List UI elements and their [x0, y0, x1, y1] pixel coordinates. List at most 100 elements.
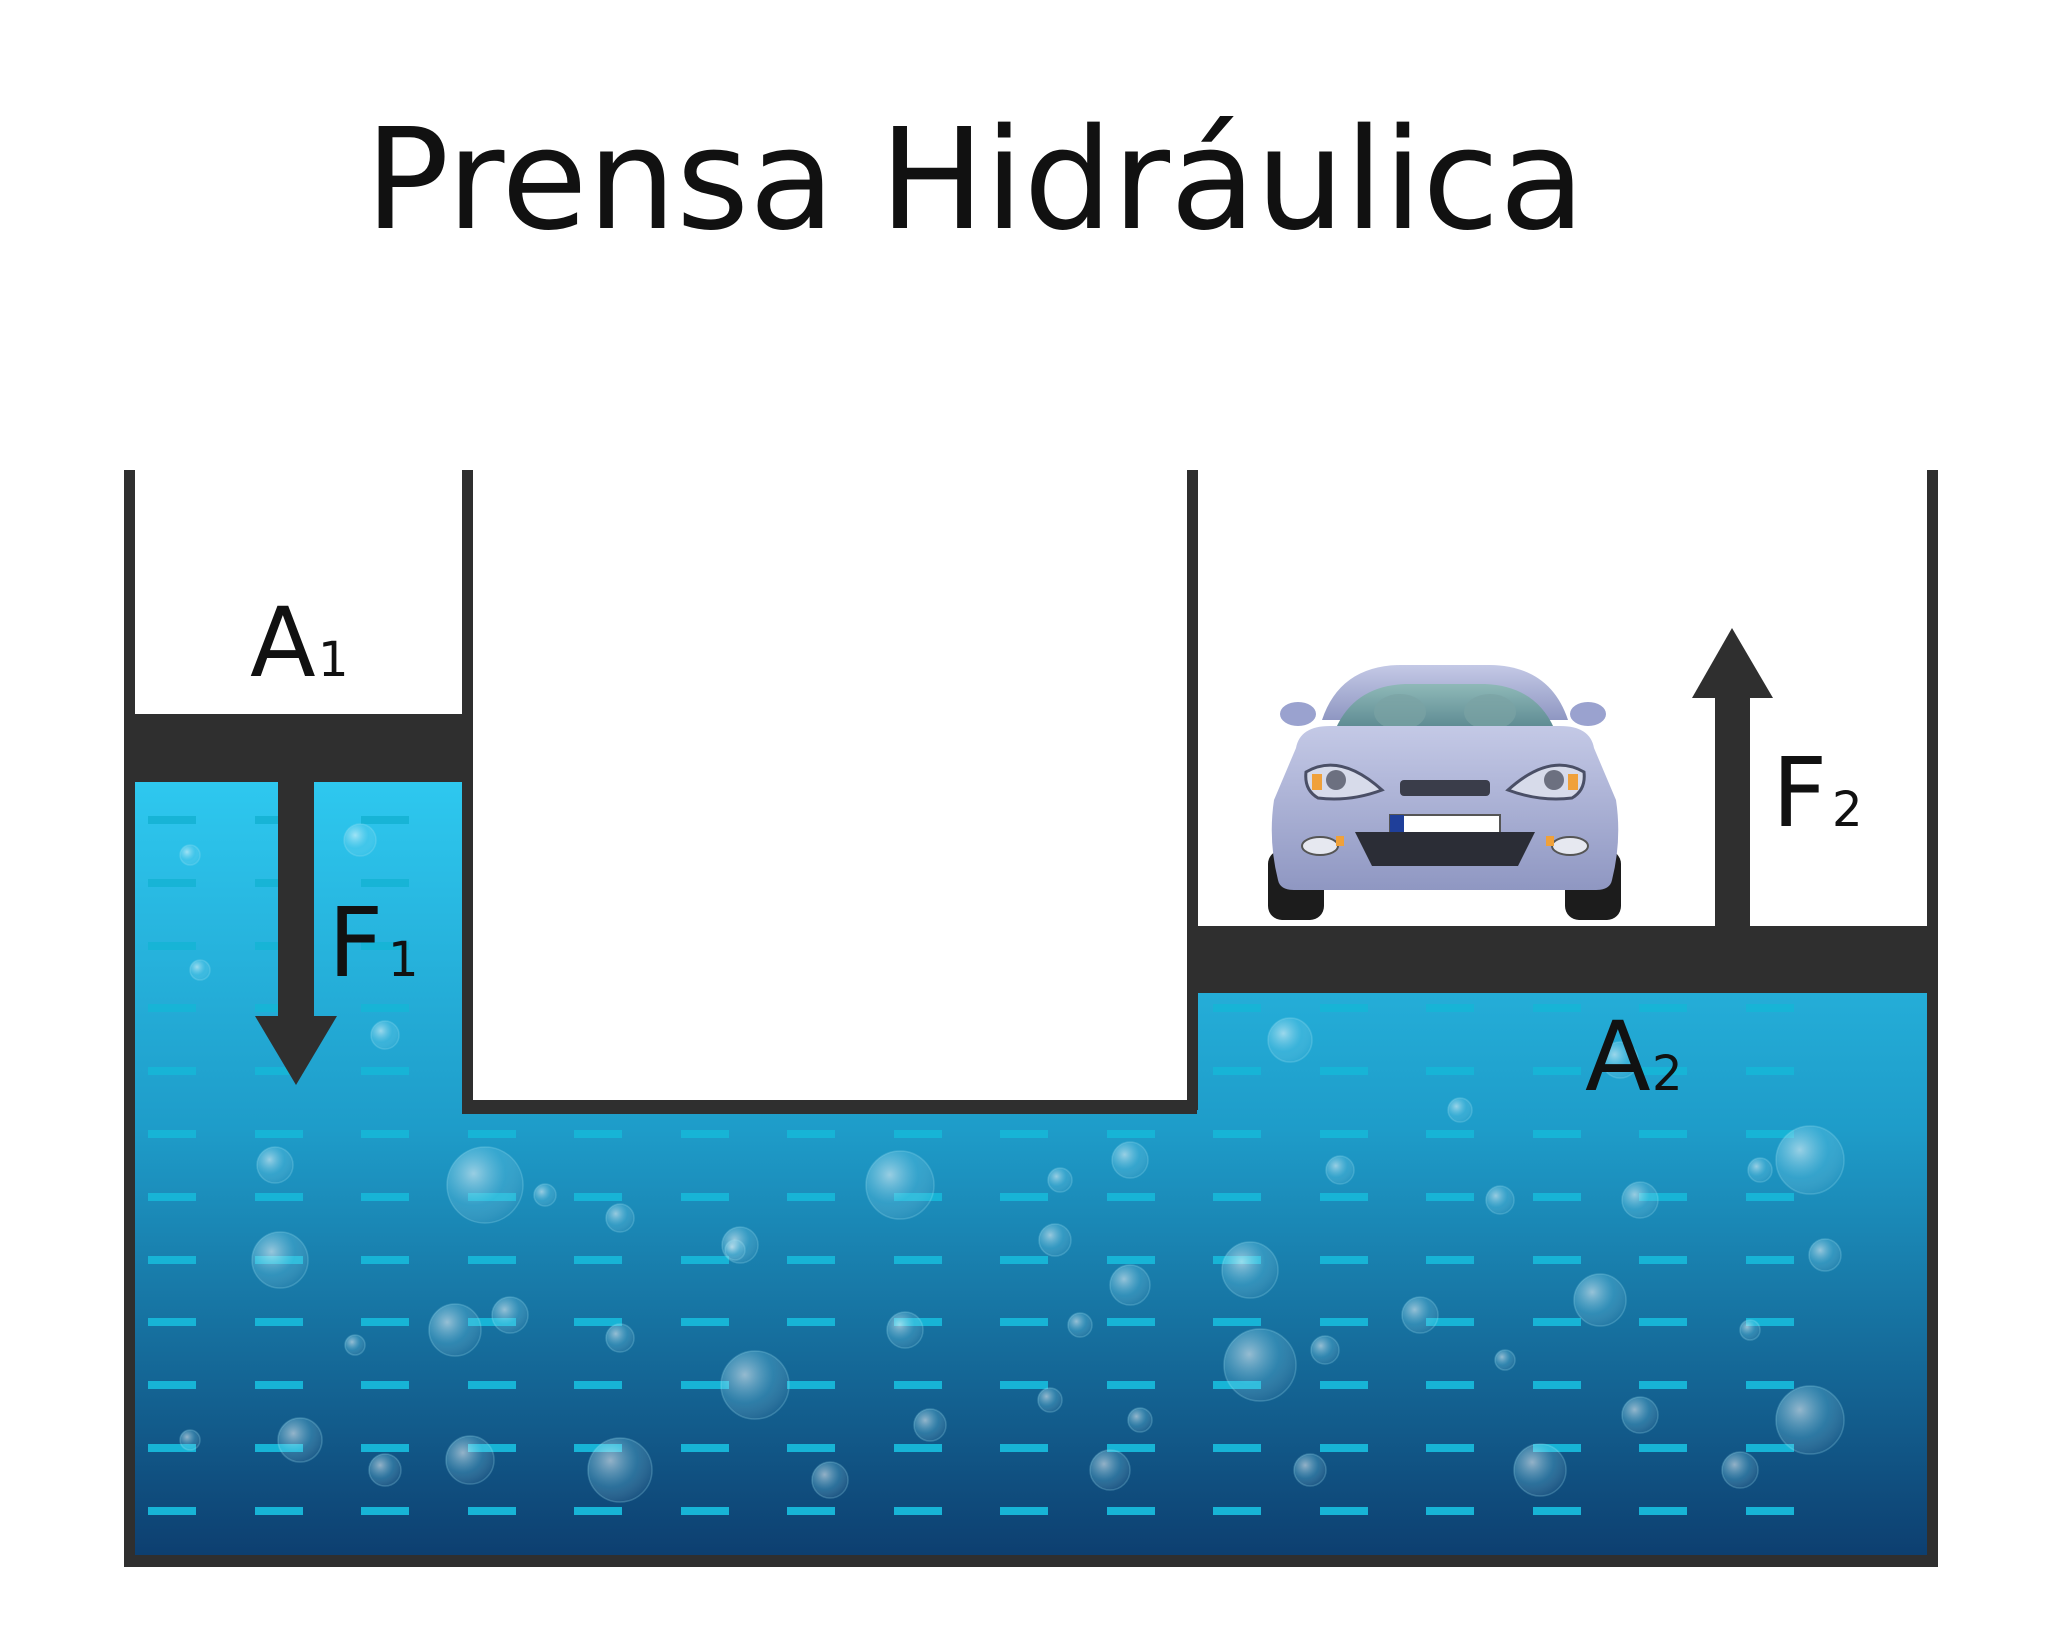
bubble [1621, 1181, 1659, 1219]
press-container [124, 470, 1938, 1567]
label-a2: A 2 [1585, 1001, 1683, 1113]
bubble [1513, 1443, 1567, 1497]
fluid-dash [787, 1507, 835, 1515]
fluid-dash [1639, 1507, 1687, 1515]
bubble [587, 1437, 653, 1503]
fluid-dash [1320, 1067, 1368, 1075]
fluid-dash [255, 1381, 303, 1389]
fluid-dash [1107, 1381, 1155, 1389]
fluid-dash [1639, 1193, 1687, 1201]
bubble [1721, 1451, 1759, 1489]
bubble [1325, 1155, 1355, 1185]
bubble [865, 1150, 935, 1220]
fluid-dash [1639, 1318, 1687, 1326]
fluid-dash [1639, 1130, 1687, 1138]
bubble [1485, 1185, 1515, 1215]
fluid-dash [1533, 1507, 1581, 1515]
fluid-dash [468, 1507, 516, 1515]
fluid-dash [1320, 1256, 1368, 1264]
bubble [344, 1334, 366, 1356]
bubble [1067, 1312, 1093, 1338]
bubble [1401, 1296, 1439, 1334]
small-piston [135, 714, 462, 782]
fluid-dash [361, 1507, 409, 1515]
fluid-dash [787, 1318, 835, 1326]
fluid-dash [1746, 1067, 1794, 1075]
fluid-dash [574, 1130, 622, 1138]
fluid-dash [1213, 1444, 1261, 1452]
fluid-dash [1000, 1256, 1048, 1264]
fluid-dash [894, 1444, 942, 1452]
fluid-dash [1000, 1193, 1048, 1201]
fluid-dash [1533, 1193, 1581, 1201]
fluid-dash [361, 1004, 409, 1012]
fluid-dash [681, 1130, 729, 1138]
fluid-dash [1533, 1004, 1581, 1012]
fluid-dash [1000, 1444, 1048, 1452]
bubble [368, 1453, 402, 1487]
fluid-dash [1320, 1444, 1368, 1452]
fluid-dash [1320, 1507, 1368, 1515]
fluid-dash [681, 1256, 729, 1264]
bubble [1293, 1453, 1327, 1487]
label-f2-sub: 2 [1832, 782, 1863, 838]
fluid-dash [148, 1256, 196, 1264]
fluid-dash [574, 1507, 622, 1515]
fluid-dash [1426, 1381, 1474, 1389]
bubble [1310, 1335, 1340, 1365]
fluid-dash [468, 1444, 516, 1452]
fluid-dash [1639, 1067, 1687, 1075]
fluid-dash [1746, 1507, 1794, 1515]
fluid-dash [361, 879, 409, 887]
fluid-dash [1533, 1381, 1581, 1389]
fluid-dash [1746, 1381, 1794, 1389]
fluid-dash [361, 1318, 409, 1326]
fluid-dash [361, 1130, 409, 1138]
fluid-dash [681, 1193, 729, 1201]
fluid-dash-pattern [148, 816, 1794, 1515]
fluid-dash [1213, 1130, 1261, 1138]
label-a1: A 1 [250, 587, 349, 699]
fluid-dash [148, 1193, 196, 1201]
fluid-dash [1213, 1193, 1261, 1201]
fluid-dash [148, 879, 196, 887]
label-f2-main: F [1772, 737, 1827, 849]
fluid-dash [574, 1193, 622, 1201]
fluid-dash [787, 1444, 835, 1452]
fluid-dash [148, 942, 196, 950]
fluid-dash [468, 1318, 516, 1326]
fluid-dash [894, 1130, 942, 1138]
bubble [1223, 1328, 1297, 1402]
bubble [1221, 1241, 1279, 1299]
fluid-dash [468, 1381, 516, 1389]
fluid-dash [1426, 1507, 1474, 1515]
bubble [1775, 1125, 1845, 1195]
bubble [491, 1296, 529, 1334]
fluid-dash [1107, 1444, 1155, 1452]
fluid-dash [255, 1444, 303, 1452]
diagram-title: Prensa Hidráulica [365, 99, 1585, 262]
bubble [1747, 1157, 1773, 1183]
fluid-dash [148, 816, 196, 824]
fluid-dash [681, 1507, 729, 1515]
bubble [343, 823, 377, 857]
arrow-down-icon [255, 780, 337, 1085]
fluid-dash [1426, 1444, 1474, 1452]
bubble [1447, 1097, 1473, 1123]
fluid-dash [148, 1130, 196, 1138]
fluid-dash [1639, 1381, 1687, 1389]
fluid-dash [361, 1067, 409, 1075]
hydraulic-fluid [135, 782, 1927, 1555]
fluid-dash [1639, 1004, 1687, 1012]
bubble [428, 1303, 482, 1357]
fluid-dash [1746, 1318, 1794, 1326]
bubble [277, 1417, 323, 1463]
fluid-dash [361, 1444, 409, 1452]
fluid-dash [1533, 1444, 1581, 1452]
label-f1-sub: 1 [388, 932, 419, 988]
fluid-dash [148, 1381, 196, 1389]
bubble [179, 844, 201, 866]
bubble [886, 1311, 924, 1349]
fluid-dash [468, 1256, 516, 1264]
bubble [724, 1239, 746, 1261]
